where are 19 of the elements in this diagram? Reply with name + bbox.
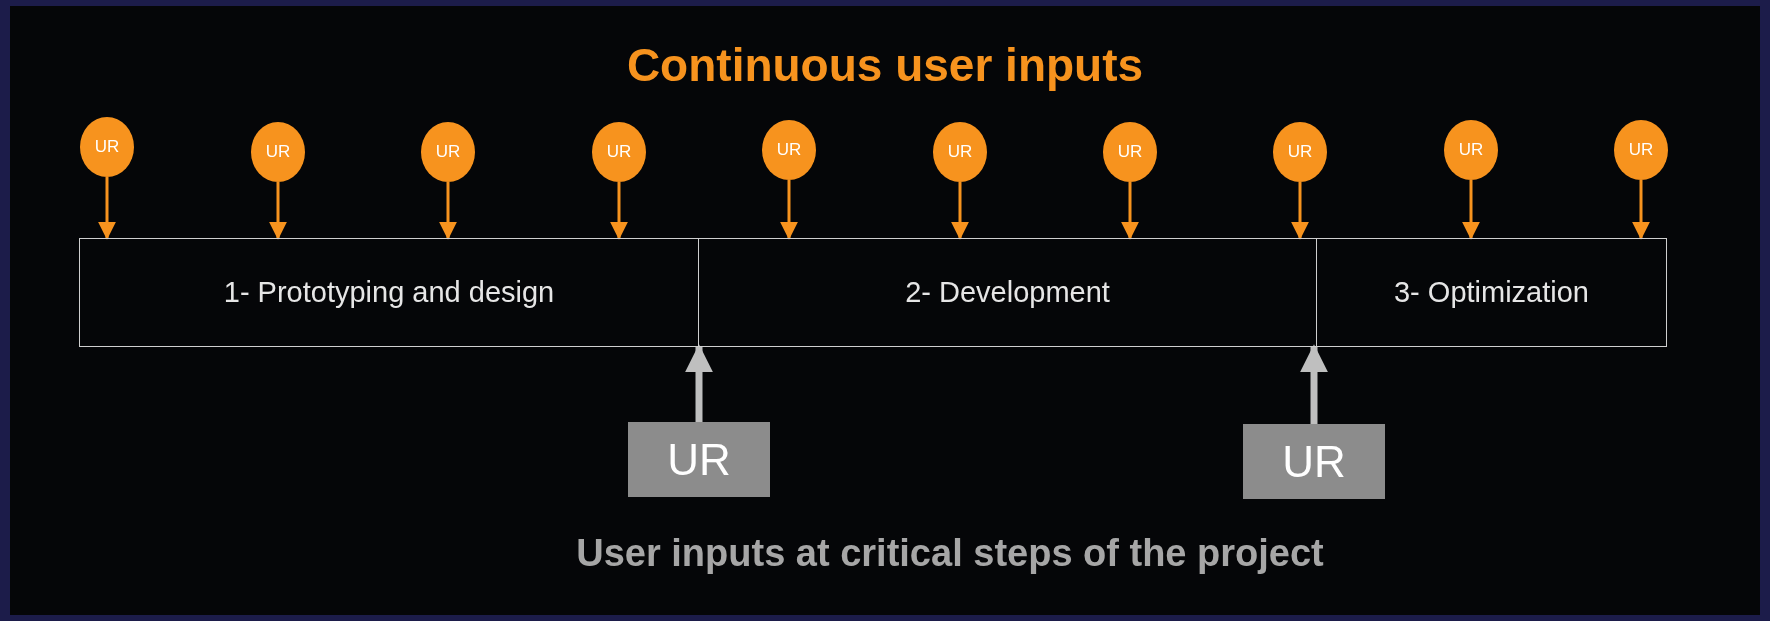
arrow (1121, 182, 1139, 240)
arrow (1291, 182, 1309, 240)
arrow (1300, 344, 1328, 424)
phase-box: 2- Development (698, 238, 1317, 347)
arrow (269, 182, 287, 240)
arrow (780, 180, 798, 240)
arrow (610, 182, 628, 240)
arrow (439, 182, 457, 240)
phase-box: 1- Prototyping and design (79, 238, 699, 347)
title: Continuous user inputs (625, 38, 1145, 92)
input-box: UR (1243, 424, 1385, 499)
arrow (1632, 180, 1650, 240)
input-box: UR (628, 422, 770, 497)
phase-box: 3- Optimization (1316, 238, 1667, 347)
arrow (685, 344, 713, 422)
caption: User inputs at critical steps of the project (575, 532, 1325, 575)
arrow (951, 182, 969, 240)
arrow (1462, 180, 1480, 240)
arrow (98, 177, 116, 240)
